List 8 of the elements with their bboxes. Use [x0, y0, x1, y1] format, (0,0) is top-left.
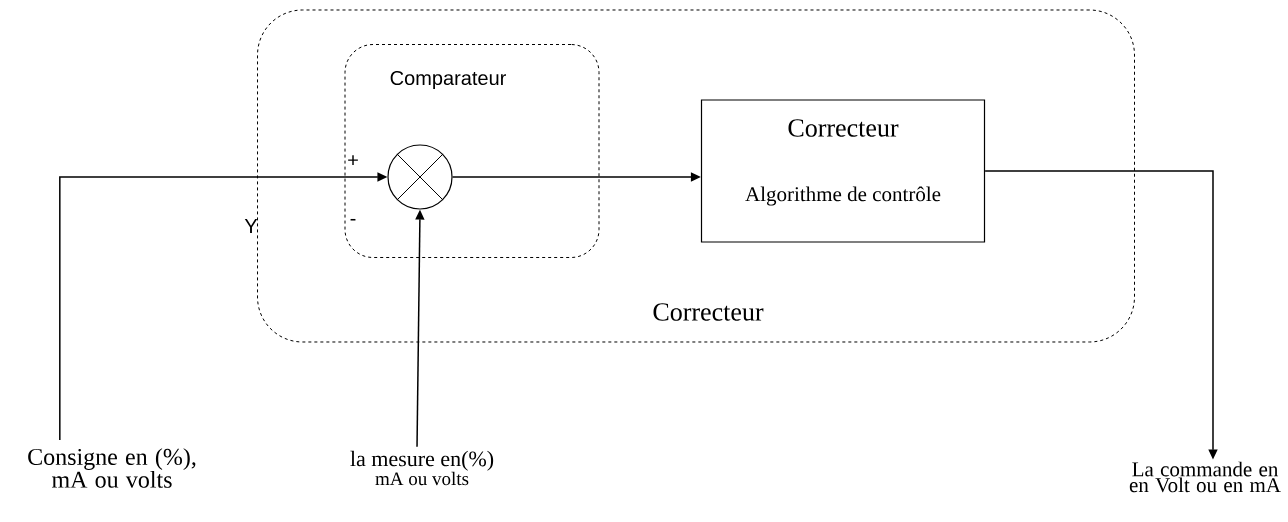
sign-label: - — [350, 218, 356, 221]
sign-label: Y — [244, 219, 258, 233]
signal-text: La commande en en Volt ou en mA — [1129, 461, 1281, 493]
sign-label: + — [348, 155, 358, 165]
signal-text: Consigne en (%), mA ou volts — [28, 448, 196, 488]
process-box: Correcteur Algorithme de contrôle — [700, 99, 986, 243]
signal-text: la mesure en(%) mA ou volts — [350, 450, 494, 486]
comparator-circle — [387, 144, 453, 210]
